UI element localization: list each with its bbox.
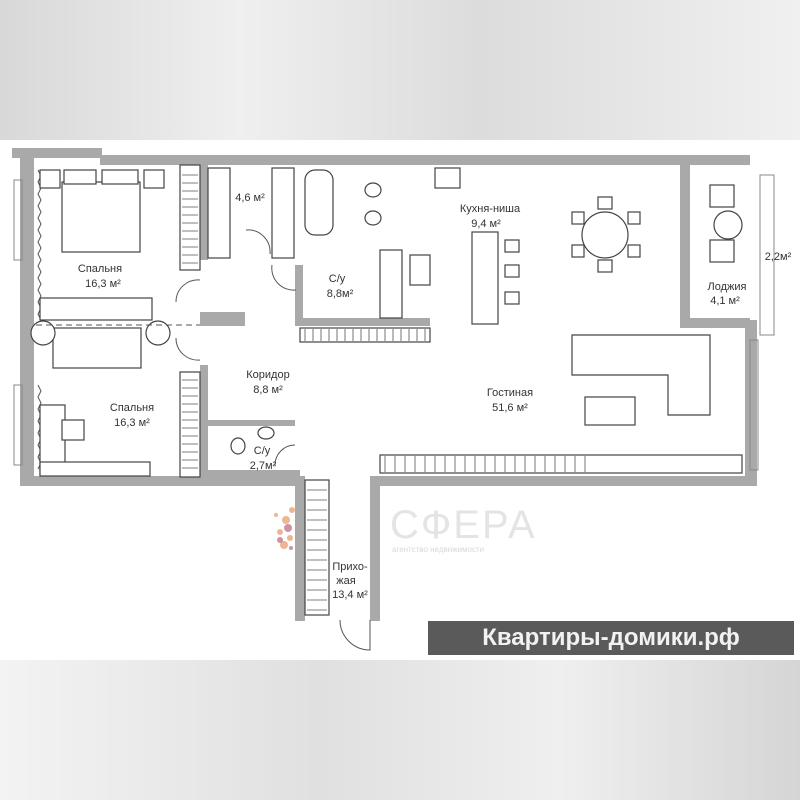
room-label-living-room: Гостиная 51,6 м² — [487, 387, 533, 414]
sofa — [52, 327, 142, 369]
room-label-kitchen: Кухня-ниша 9,4 м² — [460, 203, 521, 230]
floor-plan: СФЕРА агентство недвижимости Спальня 16,… — [0, 140, 800, 660]
room-area: 9,4 м² — [471, 218, 501, 230]
room-name: Лоджия — [708, 281, 747, 293]
watermark-title: СФЕРА — [390, 503, 537, 547]
room-label-bedroom-2: Спальня 16,3 м² — [110, 402, 154, 429]
blurred-background-bottom — [0, 660, 800, 800]
kitchen-island — [471, 231, 499, 325]
wardrobe-hatching — [182, 174, 586, 611]
doors — [36, 229, 371, 651]
room-label-bathroom-2: С/у 2,7м² — [250, 445, 277, 472]
room-area-extra: 2,2м² — [765, 251, 792, 263]
furniture — [30, 164, 743, 616]
room-name: Кухня-ниша — [460, 203, 521, 215]
room-label-bathroom-1: С/у 8,8м² — [327, 273, 354, 300]
room-area: 8,8м² — [327, 288, 354, 300]
site-watermark-banner: Квартиры-домики.рф — [428, 621, 794, 655]
blurred-background-top — [0, 0, 800, 140]
room-area-wardrobe: 4,6 м² — [235, 192, 265, 204]
room-name: С/у — [329, 273, 346, 285]
room-area: 13,4 м² — [332, 589, 368, 601]
room-name: Спальня — [110, 402, 154, 414]
room-label-corridor: Коридор 8,8 м² — [246, 369, 289, 396]
room-label-hallway: Прихо- жая 13,4 м² — [332, 561, 368, 601]
watermark-subtitle: агентство недвижимости — [392, 545, 484, 554]
dining-table — [581, 211, 629, 259]
room-area: 2,7м² — [250, 460, 277, 472]
room-area: 16,3 м² — [85, 278, 121, 290]
room-name: Коридор — [246, 369, 289, 381]
bathtub — [304, 169, 334, 236]
walls — [12, 148, 757, 621]
room-area: 51,6 м² — [492, 402, 528, 414]
room-name: Гостиная — [487, 387, 533, 399]
room-area: 8,8 м² — [253, 384, 283, 396]
room-area: 16,3 м² — [114, 417, 150, 429]
sfera-logo-watermark: СФЕРА агентство недвижимости — [274, 503, 537, 554]
floor-plan-drawing: СФЕРА агентство недвижимости Спальня 16,… — [12, 148, 792, 651]
room-area: 4,1 м² — [710, 295, 740, 307]
stove — [434, 167, 461, 189]
coffee-table — [584, 396, 636, 426]
room-label-bedroom-1: Спальня 16,3 м² — [78, 263, 122, 290]
bed — [61, 181, 141, 253]
room-label-loggia: Лоджия 4,1 м² 2,2м² — [708, 251, 792, 307]
room-name: С/у — [254, 445, 271, 457]
windows — [13, 174, 775, 471]
room-name-line2: жая — [336, 575, 355, 587]
corner-sofa — [571, 334, 711, 416]
room-name: Спальня — [78, 263, 122, 275]
room-name-line1: Прихо- — [332, 561, 368, 573]
